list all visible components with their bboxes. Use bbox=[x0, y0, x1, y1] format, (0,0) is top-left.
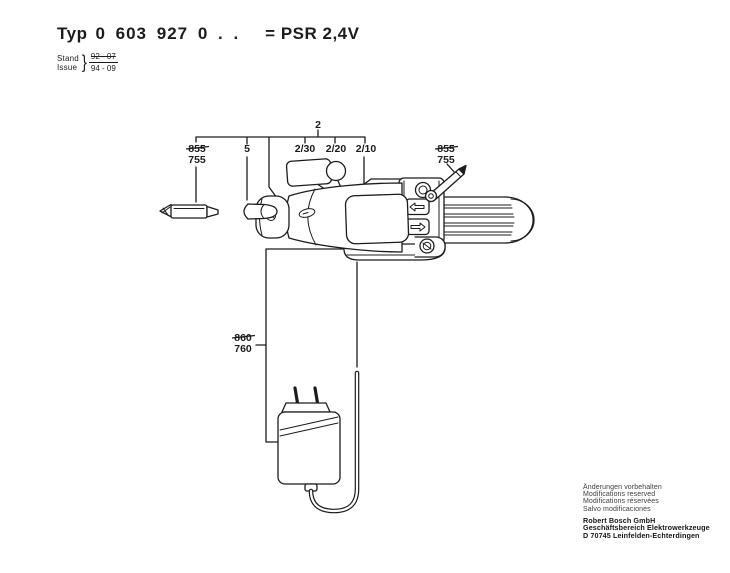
note-line: Modifications reserved bbox=[583, 491, 656, 499]
plug-cap bbox=[281, 402, 331, 413]
strike-charger-old bbox=[231, 334, 256, 339]
company-line: Geschäftsbereich Elektrowerkzeuge bbox=[583, 523, 710, 533]
plug-prongs bbox=[293, 386, 320, 405]
note-line: Salvo modificaciones bbox=[583, 505, 651, 513]
label-bit-old: 855 bbox=[188, 143, 206, 155]
revision-brace: } bbox=[81, 51, 87, 74]
label-sticker: 2/30 bbox=[295, 143, 316, 155]
label-cap: 2/20 bbox=[326, 143, 347, 155]
modification-notes: Änderungen vorbehalten Modifications res… bbox=[583, 484, 728, 513]
label-clip-new: 755 bbox=[437, 154, 455, 166]
label-clip-old: 855 bbox=[437, 143, 455, 155]
tool-group-bracket bbox=[195, 129, 366, 228]
charger-body bbox=[277, 411, 341, 485]
label-charger-new: 760 bbox=[234, 343, 252, 355]
label-bit-new: 755 bbox=[188, 154, 206, 166]
housing-logo-oval bbox=[298, 208, 316, 218]
type-number: 0 603 927 0 . . bbox=[95, 24, 240, 43]
issue-label: Issue bbox=[57, 62, 78, 72]
motor-housing bbox=[285, 182, 410, 253]
new-revision-date: 94 - 09 bbox=[90, 64, 116, 73]
label-housing: 2/10 bbox=[356, 143, 377, 155]
revision-block: Stand Issue } 92 - 07 94 - 09 bbox=[57, 52, 118, 73]
label-charger-old: 860 bbox=[234, 332, 252, 344]
forward-button bbox=[405, 198, 430, 216]
pocket-clip bbox=[424, 164, 467, 203]
cover-cap bbox=[325, 160, 347, 182]
charger-seam bbox=[279, 416, 339, 437]
company-line: D 70745 Leinfelden-Echterdingen bbox=[583, 531, 700, 540]
charger-cable bbox=[308, 370, 360, 514]
strike-bit-old bbox=[185, 145, 210, 150]
label-tool-group: 2 bbox=[315, 119, 321, 131]
page-title: Typ 0 603 927 0 . . = PSR 2,4V bbox=[57, 24, 359, 44]
note-line: Änderungen vorbehalten bbox=[583, 484, 662, 491]
label-bit-holder: 5 bbox=[244, 143, 250, 155]
model-name: = PSR 2,4V bbox=[265, 24, 360, 43]
housing-panel bbox=[344, 193, 410, 245]
note-line: Modifications réservées bbox=[583, 498, 659, 506]
screwdriver-bit bbox=[159, 203, 219, 219]
company-address: Robert Bosch GmbH Geschäftsbereich Elekt… bbox=[583, 517, 728, 540]
lug-screw bbox=[419, 238, 435, 254]
part-number-labels: 2 855 755 5 2/30 2/20 2/10 855 755 860 7… bbox=[185, 119, 459, 355]
charger-drawing bbox=[277, 370, 360, 514]
footer-block: Änderungen vorbehalten Modifications res… bbox=[583, 484, 728, 540]
screwdriver-drawing bbox=[159, 158, 535, 261]
type-sticker bbox=[285, 158, 333, 187]
grip-handle bbox=[440, 196, 535, 244]
company-line: Robert Bosch GmbH bbox=[583, 515, 656, 525]
grip-ribs bbox=[440, 204, 515, 236]
old-revision-date: 92 - 07 bbox=[88, 52, 118, 63]
charger-bracket bbox=[255, 248, 345, 443]
strike-clip-old bbox=[434, 145, 459, 150]
bit-holder bbox=[243, 203, 278, 220]
stand-label: Stand bbox=[57, 53, 79, 63]
type-label: Typ bbox=[57, 24, 88, 43]
reverse-button bbox=[405, 218, 430, 236]
